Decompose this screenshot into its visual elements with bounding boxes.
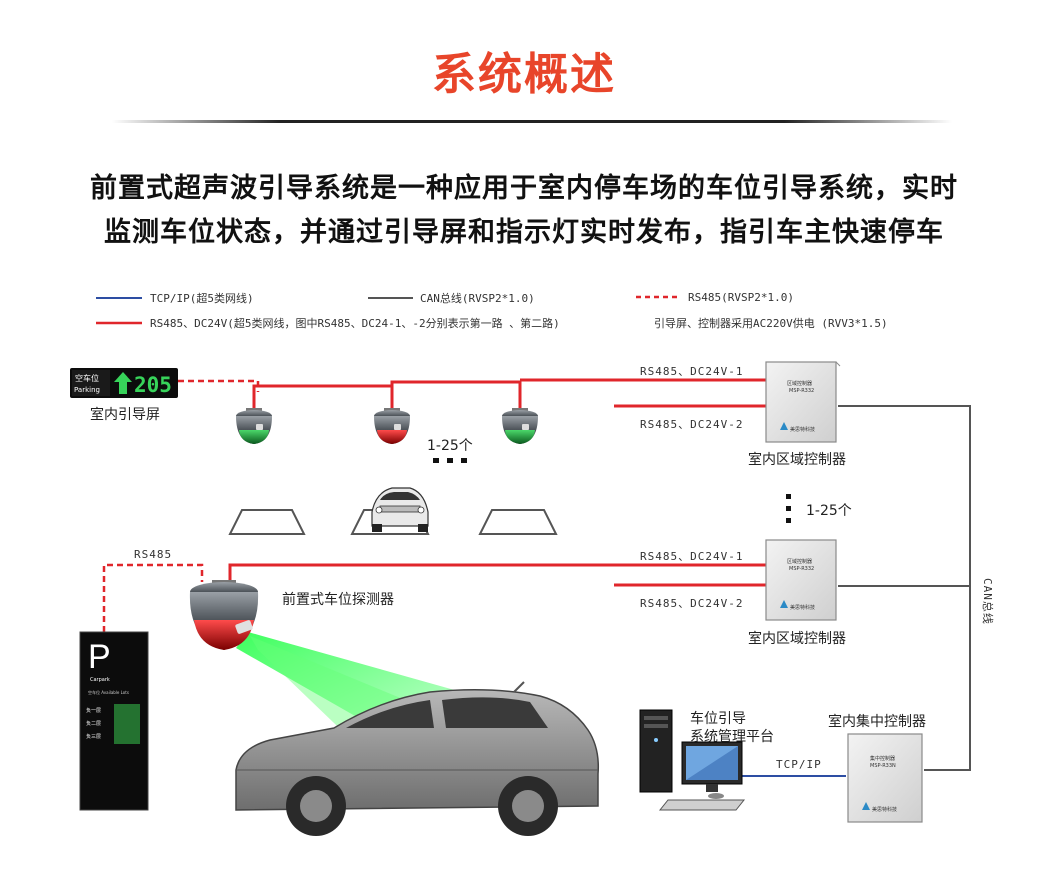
parking-sign-p: P xyxy=(88,638,111,676)
rs485-dashed-wiring xyxy=(102,379,260,632)
legend-power-label: RS485、DC24V(超5类网线，图中RS485、DC24-1、-2分别表示第… xyxy=(150,316,560,330)
can-bus xyxy=(838,405,971,771)
line-label-a2: RS485、DC24V-2 xyxy=(640,418,743,431)
zone-controller-1-brand: 美思特科技 xyxy=(790,426,815,433)
computer-icon xyxy=(639,709,746,811)
legend-power-note: 引导屏、控制器采用AC220V供电 (RVV3*1.5) xyxy=(654,316,888,330)
zone-controller-2: 区域控制器 MSP-R332 美思特科技 xyxy=(765,539,837,621)
bus-segment-1 xyxy=(252,384,394,410)
brand-logo-icon xyxy=(780,600,788,608)
parking-sign-floor-1: 负一层 xyxy=(86,707,101,714)
line-label-b2: RS485、DC24V-2 xyxy=(640,597,743,610)
parking-sign-count-panel xyxy=(114,704,140,744)
bus-b1-line xyxy=(228,563,766,582)
central-controller-brand: 美思特科技 xyxy=(872,806,897,813)
parking-sign-floor-2: 负二层 xyxy=(86,720,101,727)
parking-sign-floor-3: 负三层 xyxy=(86,733,101,740)
zone-count-label: 1-25个 xyxy=(806,503,852,519)
central-controller: 集中控制器 MSP-R33N 美思特科技 xyxy=(847,733,923,823)
ellipsis-dots-vertical xyxy=(786,494,791,523)
can-bus-label: CAN总线 xyxy=(981,578,995,625)
line-label-b1: RS485、DC24V-1 xyxy=(640,550,743,563)
detector-caption: 前置式车位探测器 xyxy=(282,591,394,608)
intro-line-2: 监测车位状态，并通过引导屏和指示灯实时发布，指引车主快速停车 xyxy=(104,217,944,248)
zone-controller-1-model: MSP-R332 xyxy=(789,388,814,394)
sensor-count-label-1: 1-25个 xyxy=(427,438,473,454)
legend-can-label: CAN总线(RVSP2*1.0) xyxy=(420,291,535,305)
legend-tcpip-label: TCP/IP(超5类网线) xyxy=(150,291,254,305)
arrow-up-icon xyxy=(114,372,132,394)
brand-logo-icon xyxy=(780,422,788,430)
platform-caption-1: 车位引导 xyxy=(690,710,746,727)
ultrasonic-sensor-icon xyxy=(374,408,410,444)
ultrasonic-sensor-icon xyxy=(236,408,272,444)
zone-controller-2-caption: 室内区域控制器 xyxy=(748,630,846,647)
legend-rs485-label: RS485(RVSP2*1.0) xyxy=(688,291,794,304)
brand-logo-icon xyxy=(862,802,870,810)
ellipsis-dots-horizontal xyxy=(433,458,467,463)
zone-controller-2-title: 区域控制器 xyxy=(787,558,812,565)
screen-rs485-link xyxy=(178,379,260,392)
ultrasonic-sensor-icon xyxy=(189,580,259,650)
indoor-guide-screen: 空车位 Parking 205 xyxy=(70,368,178,398)
bus-segment-2 xyxy=(390,380,522,410)
page-title: 系统概述 xyxy=(432,49,616,100)
central-controller-model: MSP-R33N xyxy=(870,763,896,769)
parking-sign: P Carpark 空车位 Available Lots 负一层 负二层 负三层 xyxy=(79,631,149,811)
sign-rs485-link xyxy=(102,563,204,632)
zone-controller-1: 区域控制器 MSP-R332 美思特科技 xyxy=(765,361,841,443)
rs485-wiring xyxy=(228,378,766,587)
intro-line-1: 前置式超声波引导系统是一种应用于室内停车场的车位引导系统，实时 xyxy=(90,173,958,204)
guide-screen-top-text: 空车位 xyxy=(75,373,99,383)
central-controller-title: 集中控制器 xyxy=(870,755,895,762)
tcpip-label: TCP/IP xyxy=(776,758,822,771)
parking-bay-empty-1 xyxy=(228,509,306,535)
parking-sign-carpark: Carpark xyxy=(90,677,110,683)
zone-controller-1-caption: 室内区域控制器 xyxy=(748,451,846,468)
zone-controller-2-brand: 美思特科技 xyxy=(790,604,815,611)
can-bus-line xyxy=(838,405,971,771)
zone-controller-2-model: MSP-R332 xyxy=(789,566,814,572)
car-icon xyxy=(235,681,600,836)
title-divider xyxy=(112,120,952,123)
platform-caption-2: 系统管理平台 xyxy=(690,729,774,745)
parking-bay-empty-2 xyxy=(478,509,558,535)
parking-sign-avail: 空车位 Available Lots xyxy=(88,689,129,695)
guide-screen-caption: 室内引导屏 xyxy=(90,406,160,423)
central-controller-caption: 室内集中控制器 xyxy=(828,713,926,730)
ultrasonic-sensor-icon xyxy=(502,408,538,444)
legend: TCP/IP(超5类网线) CAN总线(RVSP2*1.0) RS485(RVS… xyxy=(96,291,888,330)
guide-screen-label-panel xyxy=(72,370,110,396)
zone-controller-1-title: 区域控制器 xyxy=(787,380,812,387)
sign-link-label: RS485 xyxy=(134,548,172,561)
car-icon xyxy=(371,487,429,532)
guide-screen-bottom-text: Parking xyxy=(74,386,100,394)
guide-screen-count: 205 xyxy=(134,373,172,397)
line-label-a1: RS485、DC24V-1 xyxy=(640,365,743,378)
